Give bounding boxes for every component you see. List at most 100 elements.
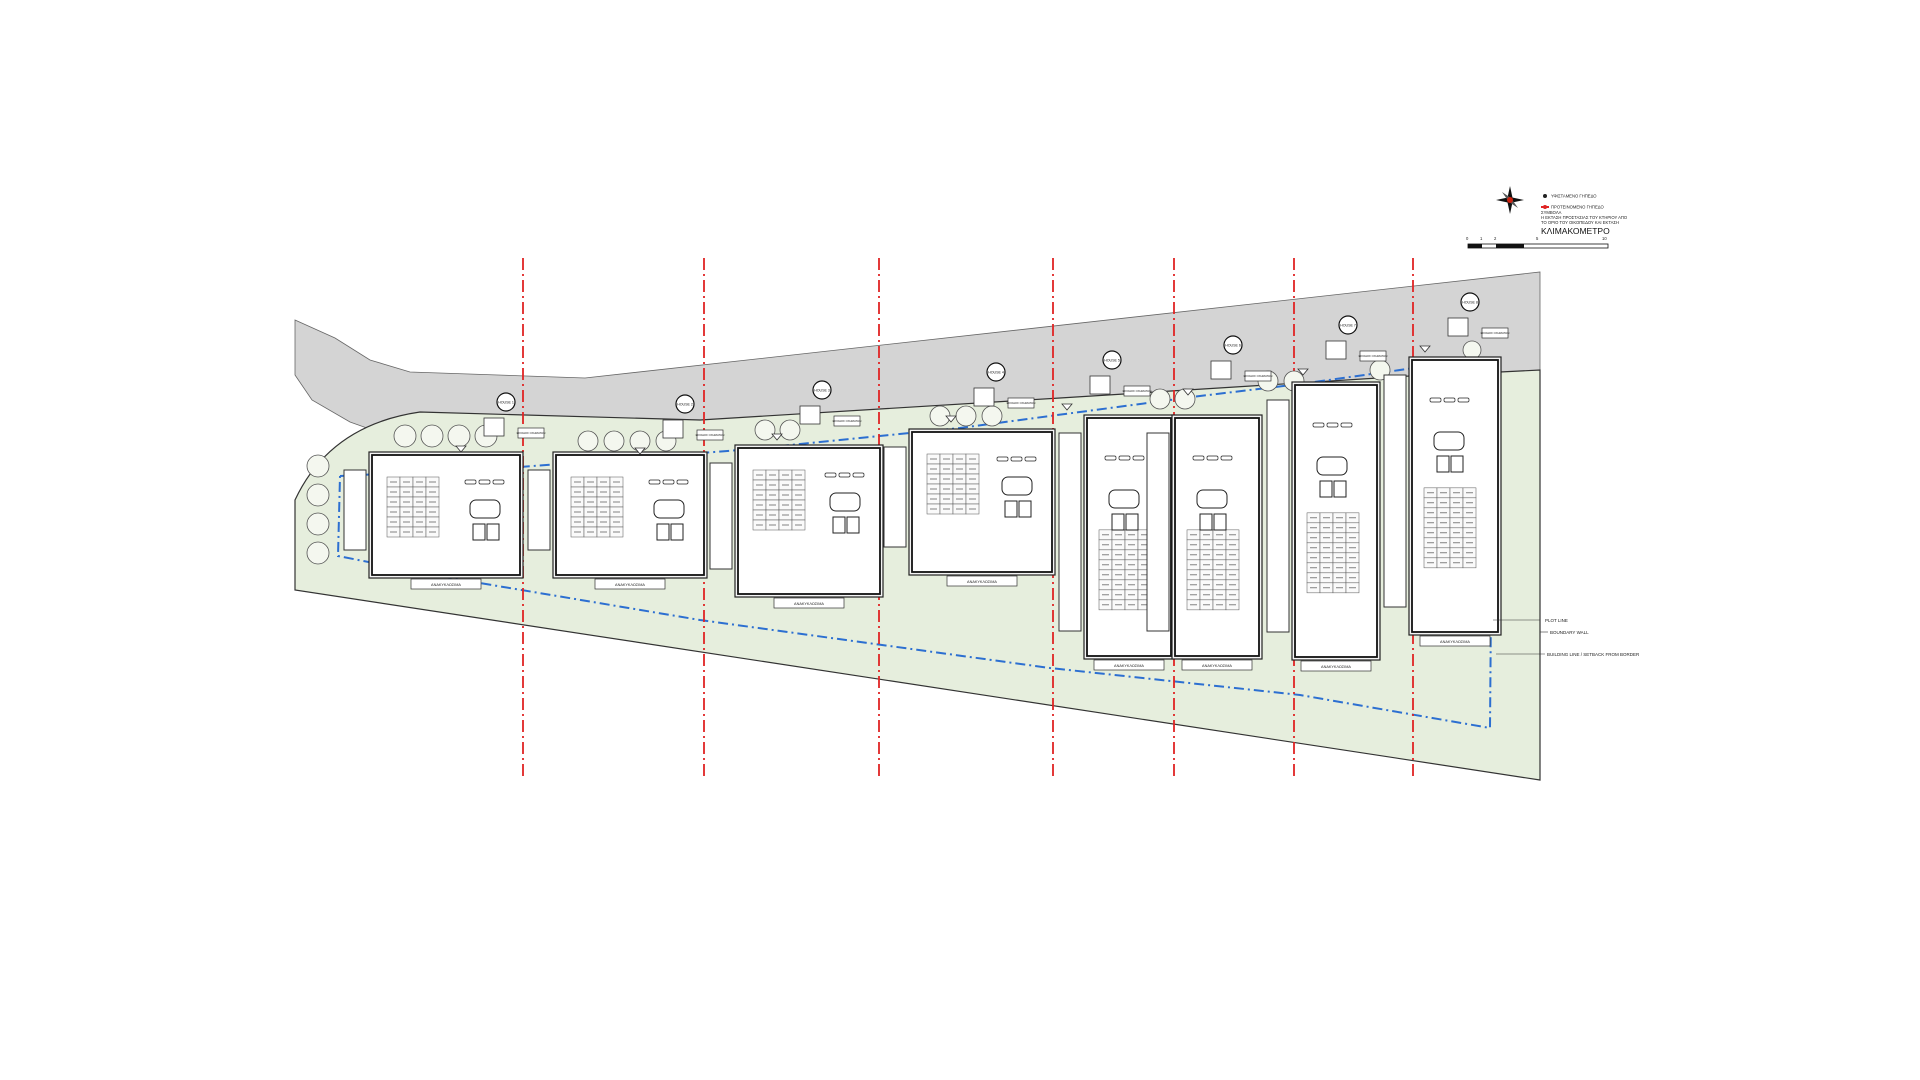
unit-icon: [1213, 513, 1227, 531]
house-annex: [343, 469, 367, 551]
scale-tick-1: 1: [1480, 236, 1483, 241]
gate: [662, 419, 684, 439]
entry-arrow-icon: [1419, 345, 1431, 353]
entrance-sign-label: ΕΙΣΟΔΟΣ ΟΧΗΜΑΤΩΝ: [833, 419, 862, 423]
water-heater-icon: [1340, 422, 1353, 428]
house-annex: [527, 469, 551, 551]
house-annex: [1383, 374, 1407, 608]
house-tag: HOUSE 3: [814, 389, 830, 393]
tank-icon: [829, 492, 861, 512]
gate: [799, 405, 821, 425]
unit-icon: [1436, 455, 1450, 473]
unit-icon: [670, 523, 684, 541]
entrance-sign-label: ΕΙΣΟΔΟΣ ΟΧΗΜΑΤΩΝ: [1359, 354, 1388, 358]
house-plate: [1419, 635, 1491, 647]
tank-icon: [1316, 456, 1348, 476]
house-plate-label: ΑΝΑΚΥΚΛΩΣΙΜΑ: [794, 602, 824, 606]
scale-tick-2: 2: [1494, 236, 1497, 241]
water-heater-icon: [824, 472, 837, 478]
legend-note-2: ΤΟ ΟΡΙΟ ΤΟΥ ΟΙΚΟΠΕΔΟΥ ΚΑΙ ΕΚΤΑΣΗ: [1541, 220, 1619, 225]
house-plate-label: ΑΝΑΚΥΚΛΩΣΙΜΑ: [1114, 664, 1144, 668]
unit-icon: [846, 516, 860, 534]
entry-arrow-icon: [945, 415, 957, 423]
house-annex: [709, 462, 733, 570]
tank-icon: [1108, 489, 1140, 509]
house-tag-bubble: [986, 362, 1006, 382]
entrance-sign: [517, 427, 545, 439]
gate: [1325, 340, 1347, 360]
water-heater-icon: [662, 479, 675, 485]
tank-icon: [1001, 476, 1033, 496]
water-heater-icon: [676, 479, 689, 485]
water-heater-icon: [838, 472, 851, 478]
legend: ΥΦΙΣΤΑΜΕΝΟ ΓΗΠΕΔΟ ΠΡΟΤΕΙΝΟΜΕΝΟ ΓΗΠΕΔΟ ΣΥ…: [1466, 186, 1628, 249]
house-annex: [1146, 432, 1170, 632]
house-3: ΑΝΑΚΥΚΛΩΣΙΜΑ HOUSE 3 ΕΙΣΟΔΟΣ ΟΧΗΜΑΤΩΝ: [709, 380, 884, 609]
entrance-sign-label: ΕΙΣΟΔΟΣ ΟΧΗΜΑΤΩΝ: [517, 431, 546, 435]
unit-icon: [1111, 513, 1125, 531]
house-plate-label: ΑΝΑΚΥΚΛΩΣΙΜΑ: [1440, 640, 1470, 644]
house-1: ΑΝΑΚΥΚΛΩΣΙΜΑ HOUSE 1 ΕΙΣΟΔΟΣ ΟΧΗΜΑΤΩΝ: [343, 392, 546, 590]
house-plate: [1300, 660, 1372, 672]
water-heater-icon: [1443, 397, 1456, 403]
scale-tick-5: 5: [1536, 236, 1539, 241]
entry-arrow-icon: [455, 445, 467, 453]
water-heater-icon: [1206, 455, 1219, 461]
unit-icon: [1125, 513, 1139, 531]
house-tag: HOUSE 1: [498, 401, 514, 405]
house-7: ΑΝΑΚΥΚΛΩΣΙΜΑ HOUSE 7 ΕΙΣΟΔΟΣ ΟΧΗΜΑΤΩΝ: [1266, 315, 1388, 672]
unit-icon: [1018, 500, 1032, 518]
entrance-sign: [696, 429, 724, 441]
house-plate-label: ΑΝΑΚΥΚΛΩΣΙΜΑ: [1321, 665, 1351, 669]
callout-boundary-wall: BOUNDARY WALL: [1550, 630, 1589, 635]
entrance-sign: [1244, 370, 1272, 382]
entrance-sign: [833, 415, 861, 427]
gate: [1089, 375, 1111, 395]
callout-plot-line: PLOT LINE: [1545, 618, 1568, 623]
scale-tick-0: 0: [1466, 236, 1469, 241]
entrance-sign: [1359, 350, 1387, 362]
water-heater-icon: [1132, 455, 1145, 461]
entrance-sign-label: ΕΙΣΟΔΟΣ ΟΧΗΜΑΤΩΝ: [1123, 389, 1152, 393]
legend-proposed: ΠΡΟΤΕΙΝΟΜΕΝΟ ΓΗΠΕΔΟ: [1551, 205, 1604, 210]
house-tag-bubble: [1223, 335, 1243, 355]
house-plate-label: ΑΝΑΚΥΚΛΩΣΙΜΑ: [967, 580, 997, 584]
legend-existing: ΥΦΙΣΤΑΜΕΝΟ ΓΗΠΕΔΟ: [1551, 194, 1597, 199]
gate: [973, 387, 995, 407]
water-heater-icon: [1010, 456, 1023, 462]
gate: [483, 417, 505, 437]
water-heater-icon: [464, 479, 477, 485]
house-plate-label: ΑΝΑΚΥΚΛΩΣΙΜΑ: [431, 583, 461, 587]
unit-icon: [1333, 480, 1347, 498]
water-heater-icon: [1118, 455, 1131, 461]
unit-icon: [1004, 500, 1018, 518]
water-heater-icon: [478, 479, 491, 485]
entrance-sign-label: ΕΙΣΟΔΟΣ ΟΧΗΜΑΤΩΝ: [1007, 401, 1036, 405]
tank-icon: [653, 499, 685, 519]
house-tag: HOUSE 7: [1340, 324, 1356, 328]
entrance-sign: [1007, 397, 1035, 409]
water-heater-icon: [492, 479, 505, 485]
house-plate: [1181, 659, 1253, 671]
water-heater-icon: [1326, 422, 1339, 428]
water-heater-icon: [1220, 455, 1233, 461]
house-tag: HOUSE 2: [677, 403, 693, 407]
water-heater-icon: [648, 479, 661, 485]
entry-arrow-icon: [771, 433, 783, 441]
unit-icon: [1319, 480, 1333, 498]
gate: [1447, 317, 1469, 337]
entrance-sign-label: ΕΙΣΟΔΟΣ ΟΧΗΜΑΤΩΝ: [696, 433, 725, 437]
house-plate: [594, 578, 666, 590]
house-tag-bubble: [1338, 315, 1358, 335]
tank-icon: [1433, 431, 1465, 451]
house-tag-bubble: [1460, 292, 1480, 312]
callout-building-line: BUILDING LINE / SETBACK FROM BORDER: [1547, 652, 1640, 657]
entrance-sign: [1123, 385, 1151, 397]
scale-tick-10: 10: [1602, 236, 1607, 241]
house-tag-bubble: [1102, 350, 1122, 370]
water-heater-icon: [1312, 422, 1325, 428]
